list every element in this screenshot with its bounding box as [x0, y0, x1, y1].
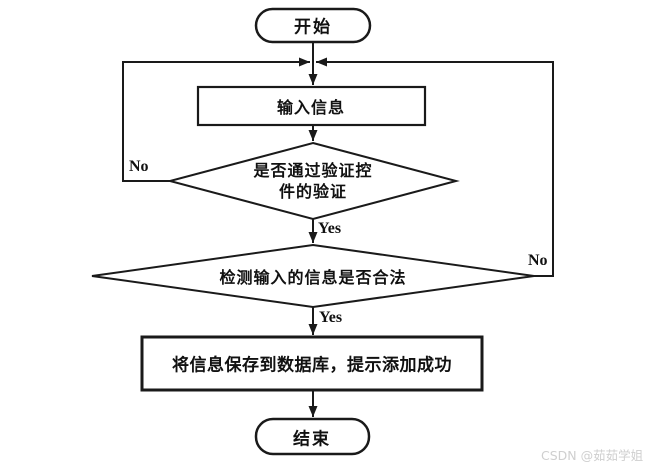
- csdn-watermark: CSDN @茹茹学姐: [541, 448, 644, 463]
- end-node-shape: [254, 417, 371, 456]
- process-node-label: 将信息保存到数据库，提示添加成功: [172, 355, 452, 376]
- edge-label-yes-decision1: Yes: [318, 220, 342, 237]
- decision2-diamond-shape: [91, 243, 535, 309]
- decision1-node-label: 是否通过验证控 件的验证: [253, 160, 372, 202]
- input-node-label: 输入信息: [276, 98, 346, 117]
- edge-no-feedback-left: [122, 57, 310, 182]
- start-node-shape: [254, 7, 372, 44]
- decision1-label-line2: 件的验证: [278, 182, 348, 201]
- decision1-diamond-shape: [166, 141, 460, 221]
- input-node-shape: [196, 85, 427, 127]
- edge-label-no-decision1: No: [129, 158, 149, 175]
- process-node-shape: [140, 335, 484, 392]
- edge-label-no-decision2: No: [528, 252, 548, 269]
- decision2-node-label: 检测输入的信息是否合法: [219, 268, 407, 287]
- edge-label-yes-decision2: Yes: [319, 309, 343, 326]
- decision1-label-line1: 是否通过验证控: [253, 161, 373, 180]
- end-node-label: 结束: [293, 429, 331, 450]
- start-node-label: 开始: [294, 17, 332, 38]
- edge-no-feedback-right: [316, 57, 554, 277]
